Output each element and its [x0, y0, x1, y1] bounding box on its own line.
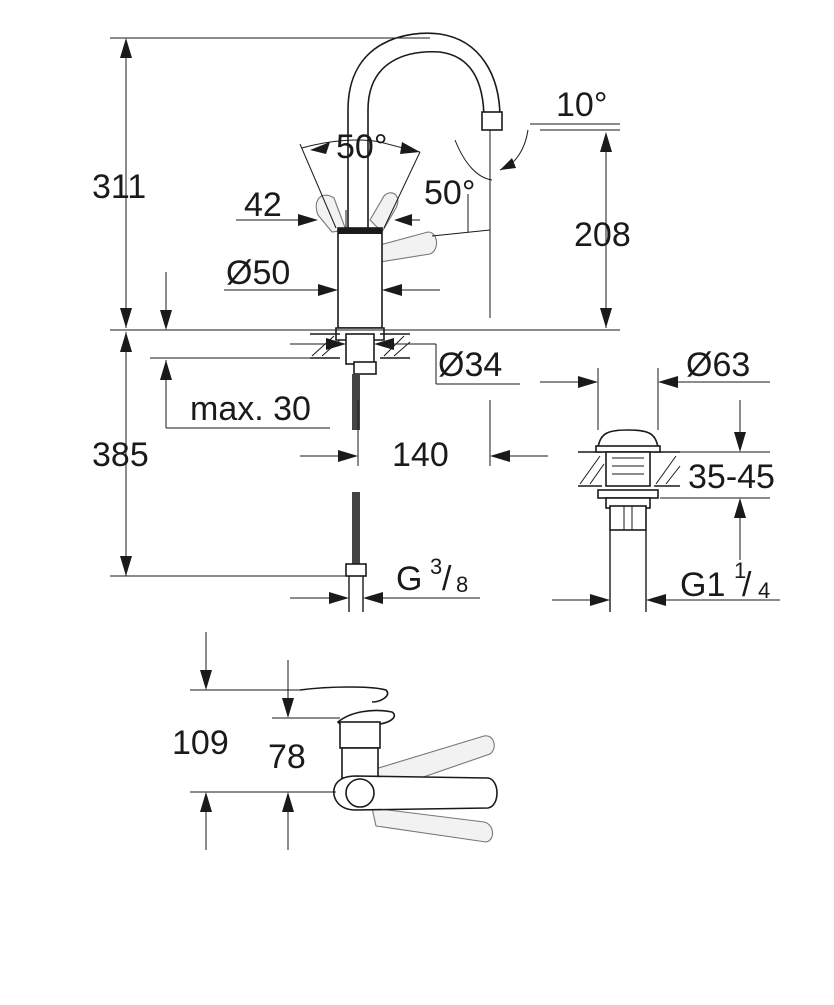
waste-cap: [597, 429, 659, 449]
label-waste-slash: /: [742, 566, 752, 604]
lever-ghost-right: [369, 192, 399, 233]
label-connection: G: [396, 560, 422, 598]
label-spout-height: 208: [574, 216, 631, 254]
dimension-labels: 311 208 10° 50° 50° 42 Ø50 Ø34 max. 30 3…: [92, 86, 775, 776]
mounting-stud: [345, 333, 375, 365]
side-body-upper: [339, 721, 381, 749]
label-waste-frac-den: 4: [758, 578, 770, 603]
label-total-height: 311: [92, 168, 146, 206]
label-waste-diameter: Ø63: [686, 346, 750, 384]
lever-ghost-left: [315, 194, 347, 233]
label-lever-angle-right: 50°: [424, 174, 475, 212]
faucet-front-view: [310, 32, 503, 612]
hose-upper: [352, 374, 360, 430]
mounting-nut: [353, 361, 377, 375]
faucet-body: [337, 227, 383, 329]
label-waste-range: 35-45: [688, 458, 775, 496]
label-top-height-2: 78: [268, 738, 306, 776]
label-connection-frac-num: 3: [430, 554, 442, 579]
lever-base: [338, 228, 382, 234]
waste-valve: [540, 368, 780, 612]
label-top-height-1: 109: [172, 724, 229, 762]
label-mount-diameter: Ø34: [438, 346, 502, 384]
side-lever-ghost-down: [371, 807, 494, 843]
label-spout-angle: 10°: [556, 86, 607, 124]
label-waste-frac-num: 1: [734, 558, 746, 583]
faucet-side-view: [190, 632, 498, 850]
label-below-deck: 385: [92, 436, 149, 474]
dimension-lines: [110, 37, 620, 604]
label-connection-frac-den: 8: [456, 572, 468, 597]
label-waste-thread: G1: [680, 566, 725, 604]
label-max-thickness: max. 30: [190, 390, 311, 428]
label-spout-reach: 140: [392, 436, 449, 474]
label-lever-angle-left: 50°: [336, 128, 387, 166]
aerator: [481, 111, 503, 131]
label-lever-height: 42: [244, 186, 282, 224]
side-spout: [332, 775, 498, 811]
label-body-diameter: Ø50: [226, 254, 290, 292]
label-connection-slash: /: [442, 560, 452, 598]
lever-ghost-extended: [379, 231, 438, 263]
hose-connector: [345, 563, 367, 577]
hose-lower: [352, 492, 360, 564]
